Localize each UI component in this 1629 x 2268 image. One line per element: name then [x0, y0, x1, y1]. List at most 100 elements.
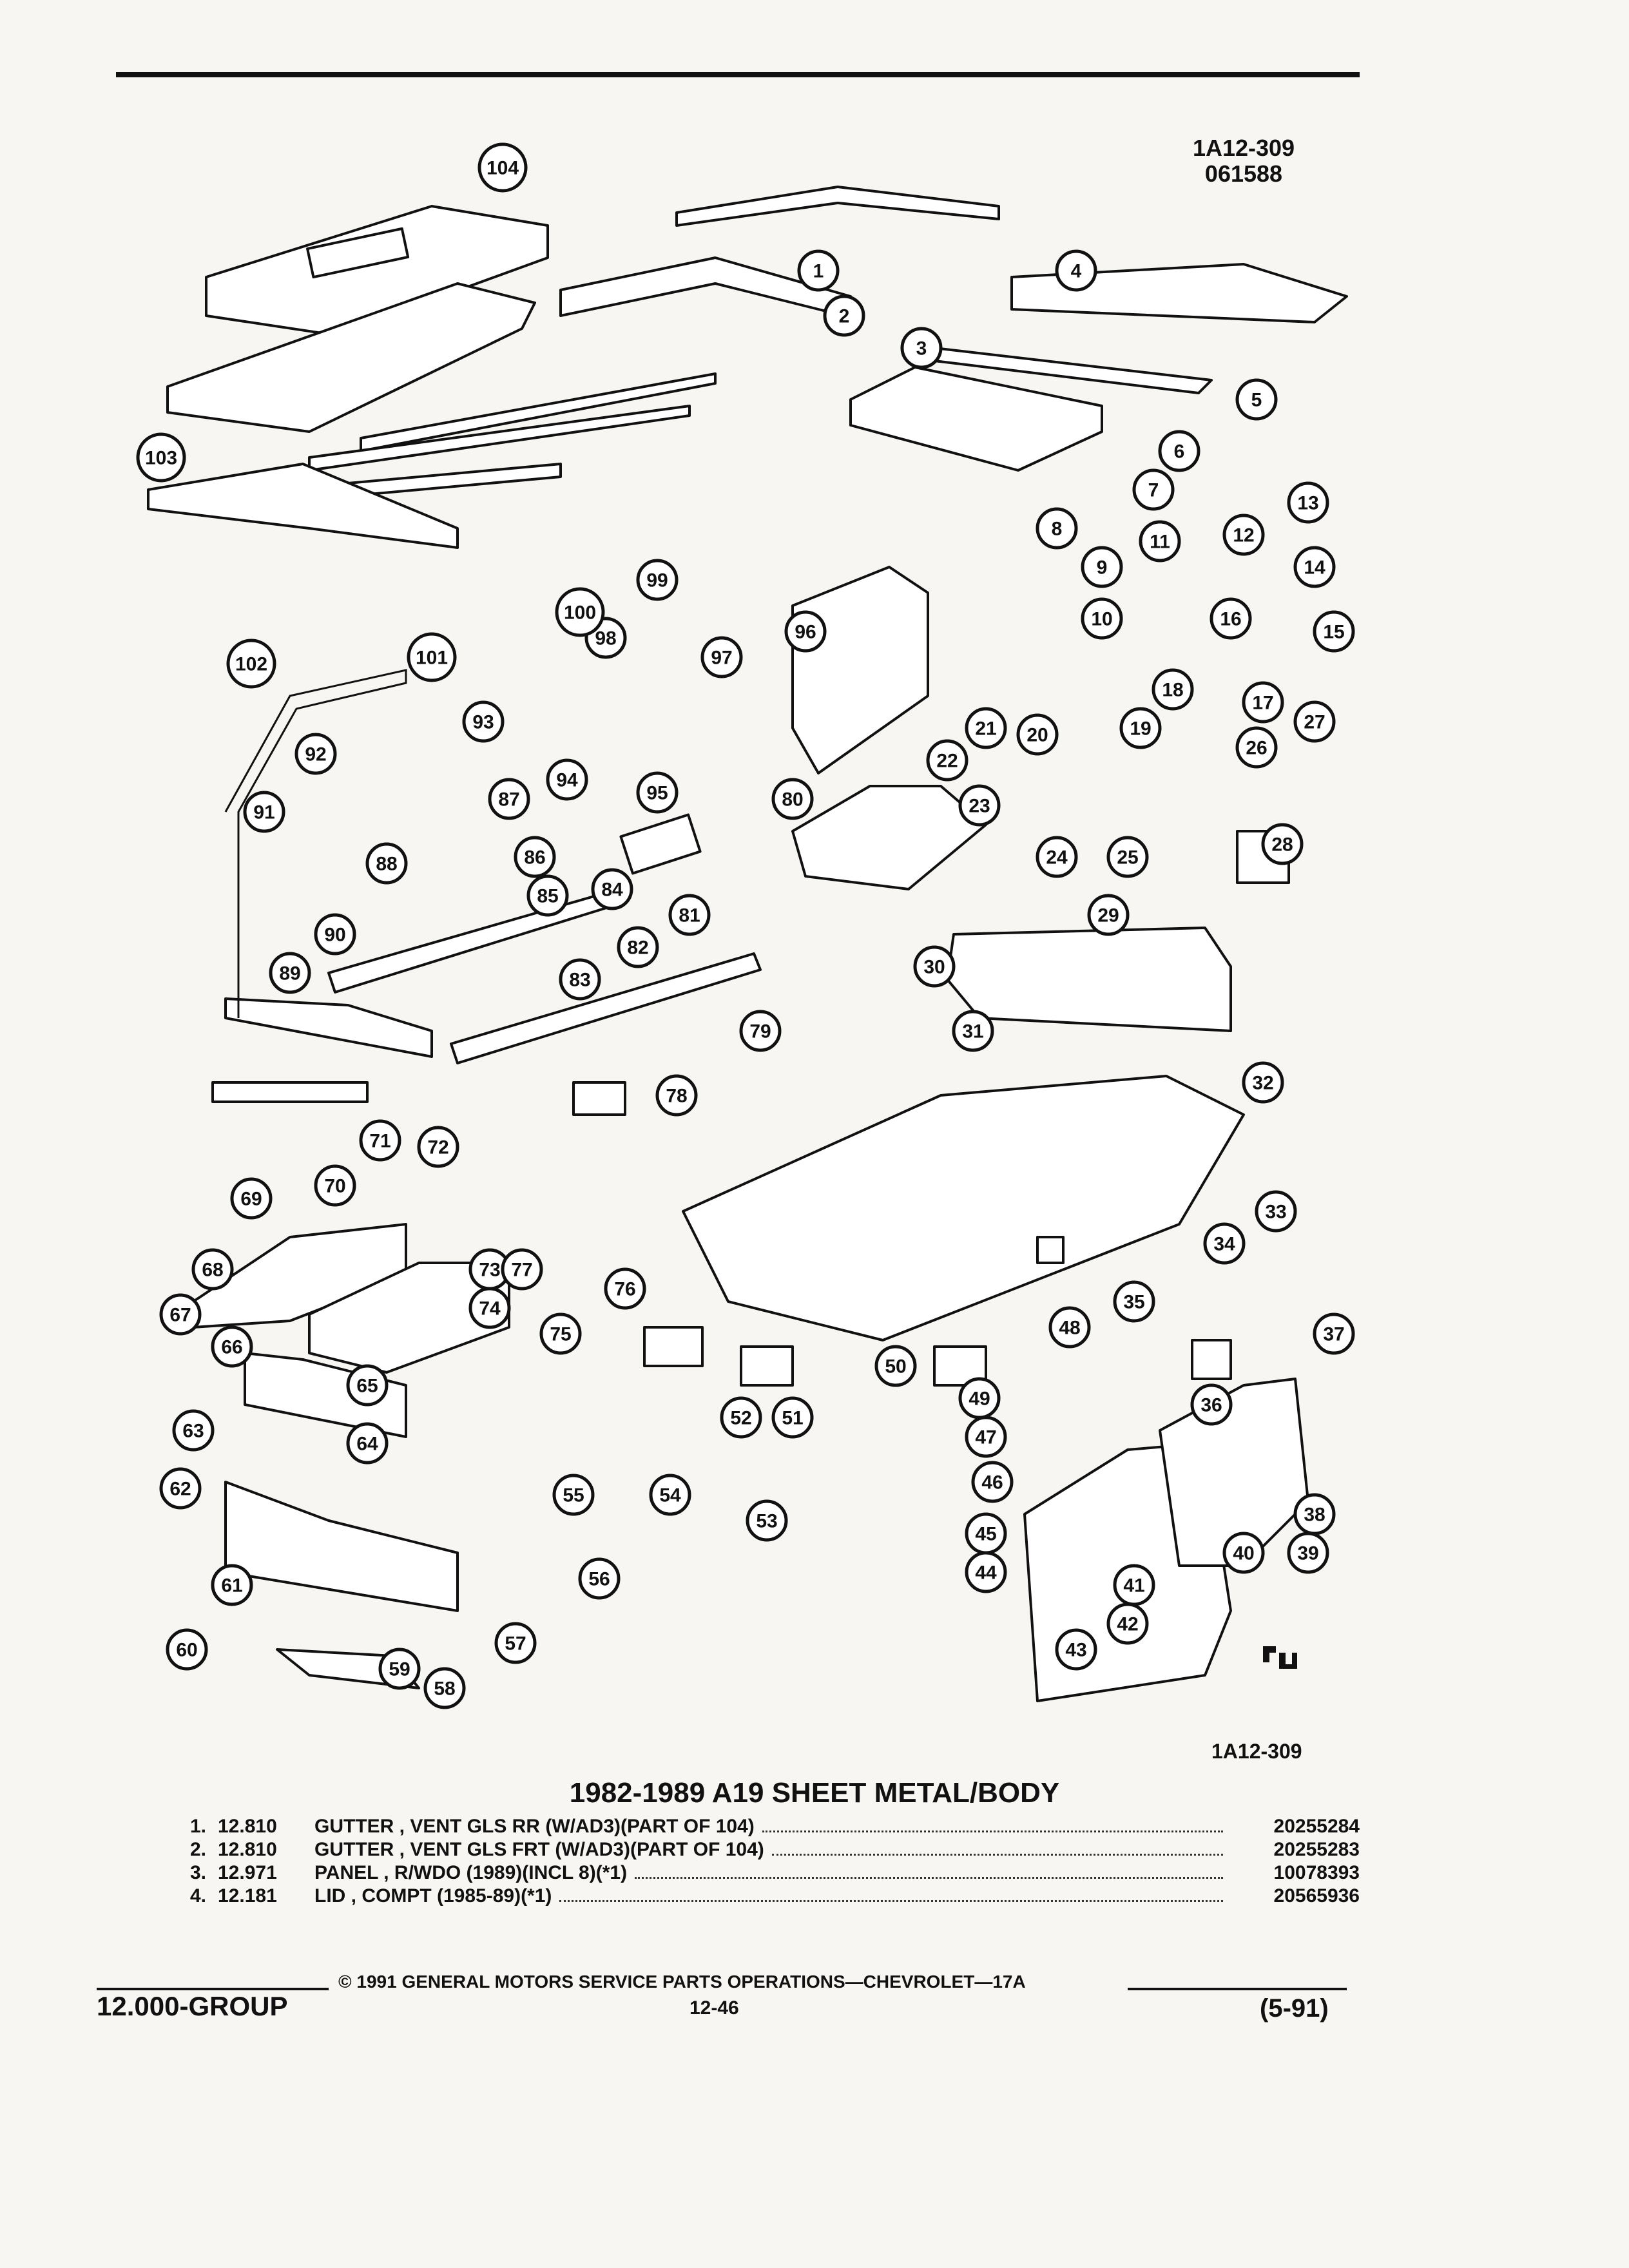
footer-rule-right — [1128, 1988, 1347, 1990]
callout-label: 25 — [1117, 847, 1138, 869]
callout-label: 73 — [479, 1260, 500, 1281]
leader-dots — [635, 1877, 1223, 1879]
callout-34: 34 — [1203, 1222, 1246, 1265]
callout-label: 77 — [511, 1260, 532, 1281]
callout-label: 48 — [1059, 1318, 1080, 1339]
callout-label: 11 — [1150, 532, 1170, 553]
callout-label: 17 — [1252, 693, 1273, 714]
callout-label: 7 — [1148, 480, 1159, 501]
callout-label: 23 — [969, 796, 990, 817]
callout-label: 99 — [646, 570, 668, 591]
callout-50: 50 — [874, 1345, 917, 1387]
callout-label: 94 — [556, 770, 578, 791]
callout-81: 81 — [668, 894, 711, 936]
callout-label: 98 — [595, 628, 616, 649]
callout-92: 92 — [294, 733, 337, 775]
parts-list-row: 3. 12.971 PANEL , R/WDO (1989)(INCL 8)(*… — [168, 1862, 1360, 1885]
callout-label: 95 — [646, 783, 668, 804]
callout-1: 1 — [797, 249, 840, 292]
callout-20: 20 — [1016, 713, 1059, 756]
callout-label: 101 — [416, 648, 448, 669]
callout-36: 36 — [1190, 1383, 1233, 1426]
callout-86: 86 — [514, 836, 556, 878]
callout-79: 79 — [739, 1010, 782, 1052]
callout-9: 9 — [1081, 546, 1123, 588]
callout-label: 32 — [1252, 1073, 1273, 1094]
callout-label: 49 — [969, 1389, 990, 1410]
callout-45: 45 — [965, 1512, 1007, 1555]
callout-label: 26 — [1246, 738, 1267, 759]
callout-61: 61 — [211, 1564, 253, 1606]
callout-label: 9 — [1097, 557, 1108, 579]
callout-label: 72 — [427, 1137, 448, 1158]
callout-label: 59 — [389, 1659, 410, 1680]
callout-39: 39 — [1287, 1532, 1329, 1574]
item-description: GUTTER , VENT GLS FRT (W/AD3)(PART OF 10… — [314, 1839, 764, 1860]
callout-label: 100 — [564, 602, 596, 624]
callout-label: 71 — [369, 1131, 390, 1152]
item-code: 12.810 — [218, 1816, 277, 1837]
parts-list-row: 2. 12.810 GUTTER , VENT GLS FRT (W/AD3)(… — [168, 1839, 1360, 1862]
callout-label: 22 — [936, 751, 958, 772]
callout-label: 97 — [711, 648, 732, 669]
callout-label: 52 — [730, 1408, 751, 1429]
callout-label: 20 — [1027, 725, 1048, 746]
callout-label: 78 — [666, 1086, 687, 1107]
callout-5: 5 — [1235, 378, 1278, 421]
callout-label: 38 — [1304, 1504, 1325, 1526]
callout-18: 18 — [1152, 668, 1194, 711]
parts-list-title: 1982-1989 A19 SHEET METAL/BODY — [569, 1777, 1060, 1809]
callout-label: 66 — [221, 1337, 242, 1358]
publisher-logo — [1260, 1640, 1298, 1675]
item-number: 4. — [189, 1885, 206, 1907]
callout-label: 41 — [1123, 1575, 1144, 1597]
part-number: 20255283 — [1273, 1839, 1360, 1860]
callout-60: 60 — [166, 1628, 208, 1671]
callout-31: 31 — [952, 1010, 994, 1052]
item-code: 12.181 — [218, 1885, 277, 1907]
parts-list: 1. 12.810 GUTTER , VENT GLS RR (W/AD3)(P… — [168, 1816, 1360, 1908]
callout-25: 25 — [1106, 836, 1149, 878]
item-number: 2. — [189, 1839, 206, 1860]
top-rule — [116, 72, 1360, 77]
callout-label: 47 — [975, 1427, 996, 1448]
parts-list-row: 4. 12.181 LID , COMPT (1985-89)(*1) 2056… — [168, 1885, 1360, 1908]
callout-29: 29 — [1087, 894, 1130, 936]
callout-label: 13 — [1297, 493, 1318, 514]
callout-102: 102 — [226, 639, 276, 689]
callout-label: 5 — [1251, 390, 1262, 411]
callout-80: 80 — [771, 778, 814, 820]
callout-73: 73 — [468, 1248, 511, 1291]
callout-2: 2 — [823, 294, 865, 337]
callout-label: 46 — [981, 1472, 1003, 1494]
callout-label: 31 — [962, 1021, 983, 1043]
callout-label: 69 — [240, 1189, 262, 1210]
callout-67: 67 — [159, 1293, 202, 1336]
leader-dots — [559, 1900, 1223, 1902]
callout-4: 4 — [1055, 249, 1097, 292]
callout-64: 64 — [346, 1422, 389, 1465]
callout-89: 89 — [269, 952, 311, 994]
callout-label: 58 — [434, 1678, 455, 1700]
callout-57: 57 — [494, 1622, 537, 1664]
part-number: 20255284 — [1273, 1816, 1360, 1837]
figure-ref-bottom: 1A12-309 — [1211, 1740, 1302, 1763]
callout-label: 3 — [916, 338, 927, 360]
callout-label: 70 — [324, 1176, 345, 1197]
callout-87: 87 — [488, 778, 530, 820]
callout-26: 26 — [1235, 726, 1278, 769]
callout-label: 15 — [1323, 622, 1344, 643]
callout-label: 74 — [479, 1298, 501, 1320]
callout-label: 30 — [923, 957, 945, 978]
figure-reference: 1A12-309 061588 — [1160, 135, 1327, 187]
callout-78: 78 — [655, 1074, 698, 1117]
callout-15: 15 — [1313, 610, 1355, 653]
callout-13: 13 — [1287, 481, 1329, 524]
callout-label: 87 — [498, 789, 519, 811]
callout-label: 89 — [279, 963, 300, 985]
callout-label: 54 — [659, 1485, 681, 1506]
callout-42: 42 — [1106, 1602, 1149, 1645]
part-number: 20565936 — [1273, 1885, 1360, 1907]
callout-label: 51 — [782, 1408, 803, 1429]
